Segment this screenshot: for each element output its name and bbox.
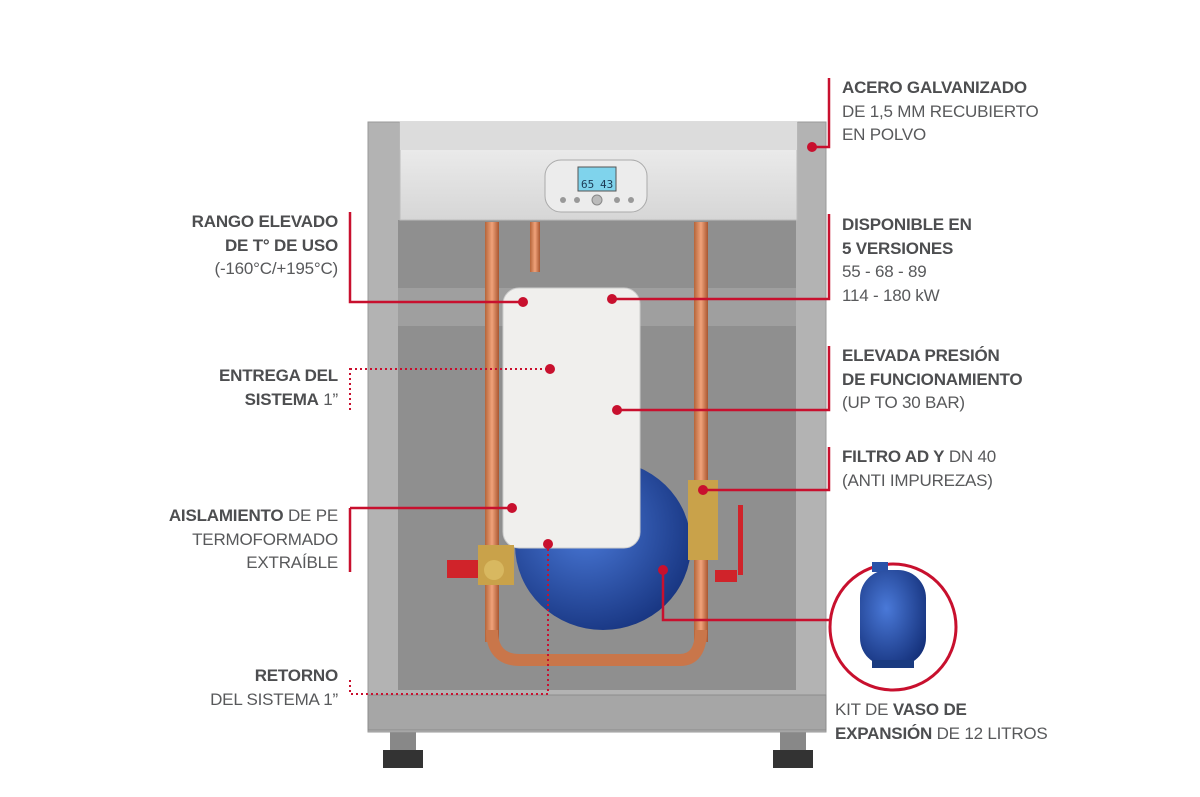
lcd-right-value: 43 bbox=[600, 178, 613, 191]
lcd-left-value: 65 bbox=[581, 178, 594, 191]
insulation-cover bbox=[502, 287, 641, 549]
label-filtro: FILTRO AD Y DN 40(ANTI IMPUREZAS) bbox=[842, 447, 997, 490]
return-pipe bbox=[694, 222, 708, 642]
kit-expansion-tank bbox=[860, 562, 926, 668]
foot-right bbox=[773, 728, 813, 768]
foot-left bbox=[383, 728, 423, 768]
control-panel: 65 43 bbox=[544, 159, 648, 213]
supply-pipe bbox=[485, 222, 499, 642]
